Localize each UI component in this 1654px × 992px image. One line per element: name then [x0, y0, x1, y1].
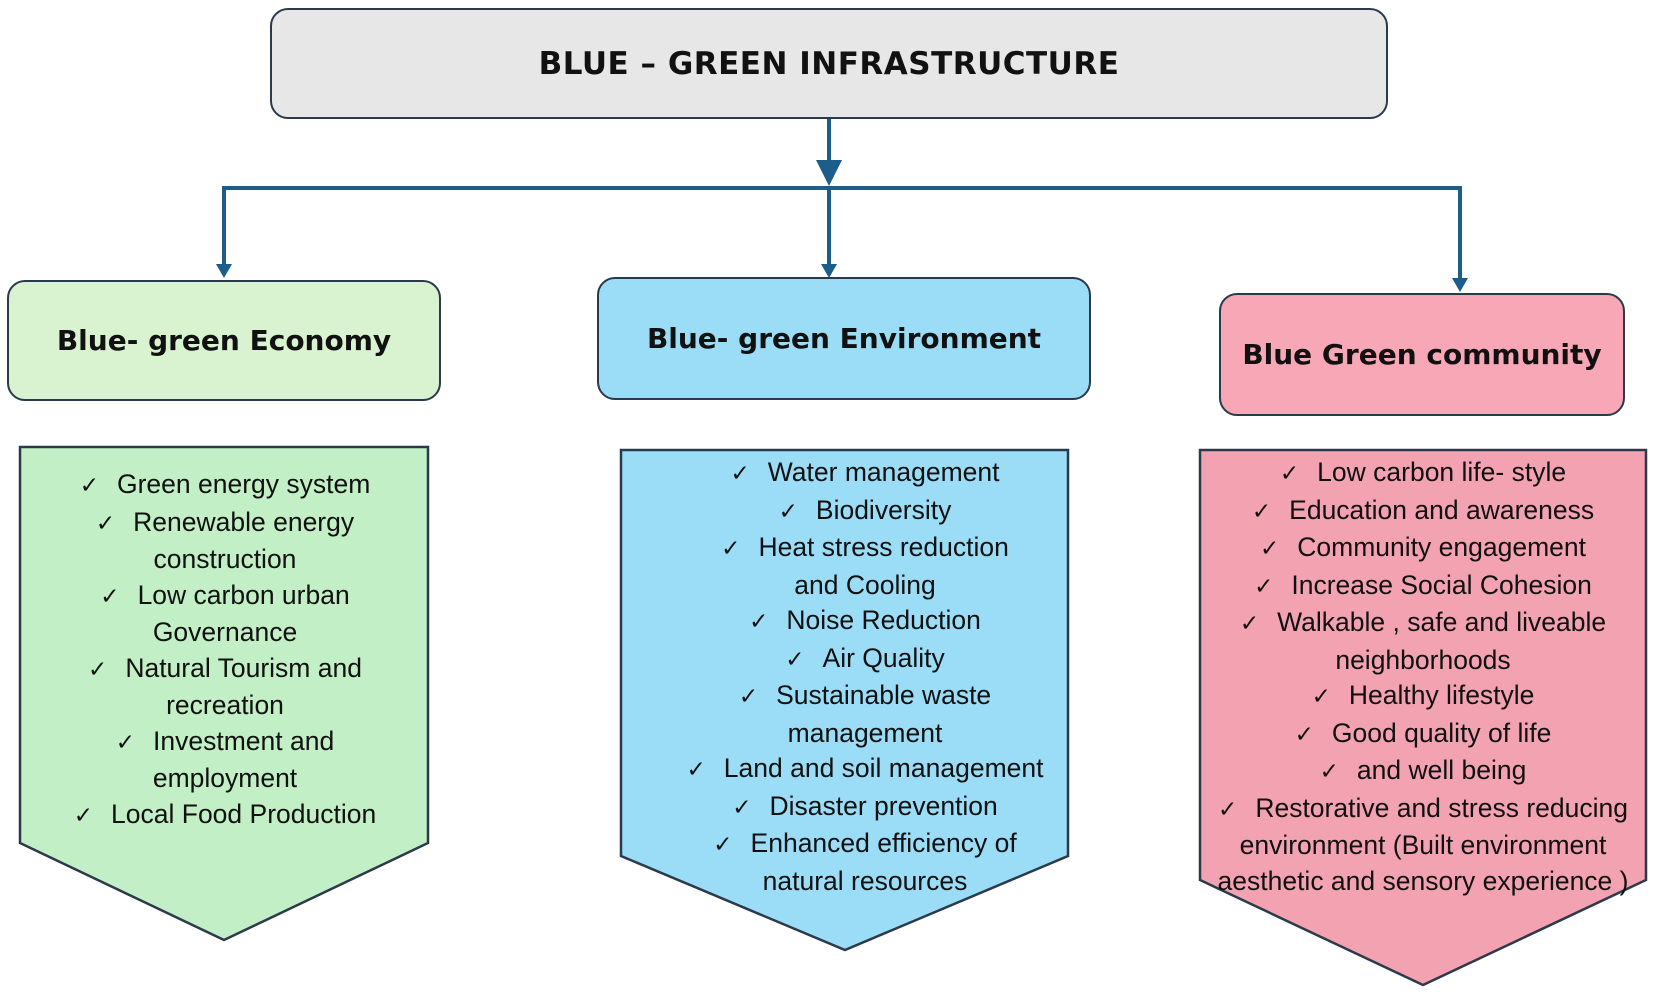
check-icon: ✓ [95, 510, 116, 537]
environment-panel [619, 448, 1070, 952]
list-item: ✓Low carbon urban Governance [100, 579, 350, 648]
community-list: ✓Low carbon life- style ✓Education and a… [1200, 455, 1646, 899]
check-icon: ✓ [738, 684, 759, 710]
environment-title: Blue- green Environment [646, 322, 1042, 355]
list-item: ✓Disaster prevention [630, 789, 1100, 827]
community-header-box: Blue Green community [1219, 293, 1625, 416]
check-icon: ✓ [778, 498, 798, 525]
list-item: ✓Renewable energy construction [95, 506, 355, 575]
list-item: ✓Green energy system [28, 467, 422, 505]
list-item: ✓Increase Social Cohesion [1200, 568, 1646, 606]
list-item: ✓Good quality of life [1200, 716, 1646, 754]
check-icon: ✓ [713, 832, 733, 858]
root-title-box: BLUE – GREEN INFRASTRUCTURE [270, 8, 1388, 119]
check-icon: ✓ [686, 757, 706, 783]
check-icon: ✓ [1294, 721, 1314, 748]
list-item: ✓Air Quality [630, 641, 1100, 679]
check-icon: ✓ [1279, 461, 1300, 487]
list-item: ✓Low carbon life- style [1200, 455, 1646, 493]
list-item: ✓Community engagement [1200, 530, 1646, 568]
environment-header-box: Blue- green Environment [597, 277, 1091, 400]
economy-arrowhead-icon [216, 264, 232, 278]
check-icon: ✓ [100, 583, 120, 610]
economy-header-box: Blue- green Economy [7, 280, 441, 401]
list-item: ✓Heat stress reduction and Cooling [721, 532, 1009, 600]
list-item: ✓Sustainable waste management [738, 680, 992, 748]
list-item: ✓Noise Reduction [630, 603, 1100, 641]
check-icon: ✓ [1239, 611, 1260, 637]
root-title: BLUE – GREEN INFRASTRUCTURE [538, 45, 1120, 82]
environment-arrowhead-icon [821, 264, 837, 278]
list-item: ✓Natural Tourism and recreation [88, 652, 362, 721]
arrowheads [216, 160, 1468, 292]
check-icon: ✓ [1254, 573, 1274, 600]
check-icon: ✓ [785, 646, 805, 673]
list-item: ✓Water management [630, 455, 1100, 493]
check-icon: ✓ [73, 802, 94, 829]
check-icon: ✓ [88, 656, 108, 683]
check-icon: ✓ [1311, 684, 1331, 710]
list-item: ✓Restorative and stress reducing environ… [1217, 792, 1629, 896]
check-icon: ✓ [721, 536, 741, 562]
check-icon: ✓ [1251, 498, 1272, 525]
check-icon: ✓ [1218, 796, 1238, 823]
list-item: ✓Education and awareness [1200, 493, 1646, 531]
economy-panel [18, 445, 430, 942]
check-icon: ✓ [749, 609, 769, 635]
check-icon: ✓ [115, 729, 136, 756]
list-item: ✓Walkable , safe and liveable neighborho… [1239, 607, 1607, 675]
list-item: ✓Investment and employment [115, 725, 335, 794]
community-title: Blue Green community [1242, 338, 1602, 371]
list-item: ✓Biodiversity [630, 493, 1100, 531]
environment-list: ✓Water management ✓Biodiversity ✓Heat st… [630, 455, 1100, 899]
list-item: ✓Land and soil management [630, 751, 1100, 789]
check-icon: ✓ [1319, 759, 1339, 785]
check-icon: ✓ [732, 794, 752, 821]
connector-lines [222, 119, 1462, 280]
root-arrowhead-icon [816, 160, 842, 186]
check-icon: ✓ [1260, 536, 1280, 562]
check-icon: ✓ [79, 473, 99, 499]
community-panel [1198, 448, 1648, 987]
list-item: ✓Enhanced efficiency of natural resource… [713, 828, 1017, 896]
list-item: ✓Local Food Production [28, 797, 422, 835]
economy-title: Blue- green Economy [56, 324, 392, 357]
list-item: ✓and well being [1200, 753, 1646, 791]
economy-list: ✓Green energy system ✓Renewable energy c… [28, 467, 422, 834]
list-item: ✓Healthy lifestyle [1200, 678, 1646, 716]
community-arrowhead-icon [1452, 278, 1468, 292]
check-icon: ✓ [730, 461, 750, 487]
